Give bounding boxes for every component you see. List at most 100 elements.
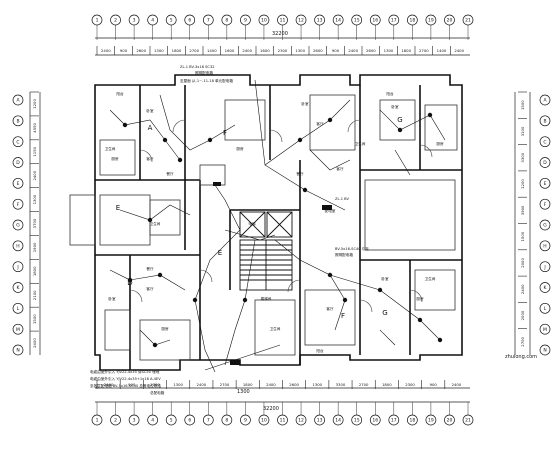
right-axis-label: L — [544, 306, 547, 312]
bottom-axis-label: 13 — [317, 418, 323, 424]
top-axis-label: 4 — [151, 18, 154, 24]
right-axis-label: N — [543, 348, 546, 354]
bottom-axis: 11 — [277, 414, 288, 426]
top-axis: 10 — [258, 14, 270, 26]
left-dim: 1300 — [32, 194, 37, 204]
note-bottom-2: 电缆由室外引入 YJV22-4x35+1x16 A-4EV — [90, 376, 161, 381]
top-axis: 18 — [407, 14, 418, 26]
right-axis-label: G — [543, 223, 547, 229]
bottom-axis: 3 — [128, 414, 140, 426]
right-axis-label: B — [543, 119, 546, 125]
bottom-axis: 21 — [462, 414, 474, 426]
top-dim: 2600 — [313, 48, 323, 53]
left-dim: 2100 — [32, 290, 37, 300]
top-total-dimension: 32200 — [272, 31, 288, 37]
left-dim: 1900 — [32, 242, 37, 252]
bottom-dim: 1300 — [173, 382, 183, 387]
top-dim: 1300 — [154, 48, 164, 53]
room-label: 餐厅 — [296, 171, 304, 176]
right-axis: H — [539, 240, 551, 252]
room-label: 楼梯间 — [261, 296, 272, 301]
left-axis-label: K — [17, 285, 21, 291]
right-axis: F — [539, 198, 551, 210]
left-dim: 1200 — [32, 99, 37, 109]
top-axis-label: 10 — [261, 18, 267, 24]
bottom-dim: 2400 — [452, 382, 462, 387]
right-axis: D — [539, 157, 551, 168]
left-axis-label: E — [17, 181, 20, 187]
bottom-axis-label: 2 — [114, 418, 117, 424]
room-label: 卫生间 — [150, 221, 161, 226]
top-axis-label: 17 — [391, 18, 397, 24]
left-axis: H — [12, 240, 24, 252]
bottom-axis: 19 — [425, 414, 437, 426]
top-axis: 17 — [388, 14, 400, 26]
right-axis-label: D — [543, 160, 547, 166]
top-axis: 3 — [128, 14, 140, 26]
bottom-axis: 6 — [184, 414, 196, 426]
room-label: 阳台 — [316, 348, 324, 353]
room-label: 厨房 — [161, 326, 169, 331]
top-axis-label: 7 — [207, 18, 210, 24]
bottom-axis-label: 10 — [261, 418, 267, 424]
top-axis-label: 14 — [335, 18, 341, 24]
top-axis: 19 — [425, 14, 437, 26]
top-dim: 2400 — [242, 48, 252, 53]
bottom-axis-label: 9 — [244, 418, 247, 424]
right-axis: G — [539, 219, 551, 231]
top-axis: 6 — [184, 14, 196, 26]
top-dim: 1600 — [260, 48, 270, 53]
bottom-dim: 1300 — [312, 382, 322, 387]
bottom-axis: 16 — [369, 414, 381, 426]
right-dim: 1500 — [520, 100, 525, 110]
bottom-axis: 14 — [332, 414, 344, 426]
right-dim: 1200 — [520, 179, 525, 189]
room-label: 客厅 — [326, 306, 334, 311]
bottom-dim: 2400 — [197, 382, 207, 387]
unit-label: E — [218, 249, 222, 257]
bottom-axis: 20 — [444, 414, 455, 426]
bottom-axis-label: 16 — [372, 418, 378, 424]
top-axis: 5 — [165, 14, 177, 26]
top-dim: 2600 — [136, 48, 146, 53]
top-dim: 900 — [120, 48, 128, 53]
right-axis: B — [539, 115, 551, 127]
top-axis: 9 — [240, 14, 251, 26]
left-axis: E — [12, 177, 24, 189]
unit-label: G — [382, 309, 387, 317]
top-axis: 13 — [314, 14, 325, 26]
bottom-dim: 2400 — [266, 382, 276, 387]
bottom-total-dimension: 32200 — [263, 406, 279, 412]
left-axis-label: B — [16, 119, 19, 125]
bottom-dim: 3300 — [336, 382, 346, 387]
mid-notes: ZL-1 BV BV-5x16-SC40 引至 照明配电箱 — [335, 197, 369, 257]
unit-label: G — [397, 116, 402, 124]
bottom-axis: 7 — [202, 414, 214, 426]
right-axis-label: K — [544, 285, 548, 291]
top-dim: 1300 — [295, 48, 305, 53]
bottom-axis-label: 18 — [409, 418, 415, 424]
bottom-axis: 5 — [165, 414, 177, 426]
interior-partitions — [69, 94, 458, 361]
left-dim: 3700 — [32, 218, 37, 228]
top-dim: 2600 — [366, 48, 376, 53]
top-axis-label: 12 — [298, 18, 304, 24]
left-axis: B — [12, 115, 24, 127]
room-label: 卫生间 — [270, 326, 281, 331]
watermark: zhulong.com — [505, 354, 537, 360]
bottom-dim: 2700 — [220, 382, 230, 387]
top-notes: ZL-1 BV-3x16 SC32 照明配电箱 至屋面 从-1~-11-18 单… — [180, 65, 233, 83]
top-axis-label: 16 — [372, 18, 378, 24]
top-axis: 7 — [202, 14, 214, 26]
bottom-dim: 2700 — [359, 382, 369, 387]
elevator-stair-core — [239, 211, 293, 291]
top-axis-label: 9 — [244, 18, 247, 24]
note-mid-2: BV-5x16-SC40 引至 — [335, 246, 369, 251]
room-label: 卫生间 — [355, 141, 366, 146]
top-axis: 16 — [369, 14, 381, 26]
